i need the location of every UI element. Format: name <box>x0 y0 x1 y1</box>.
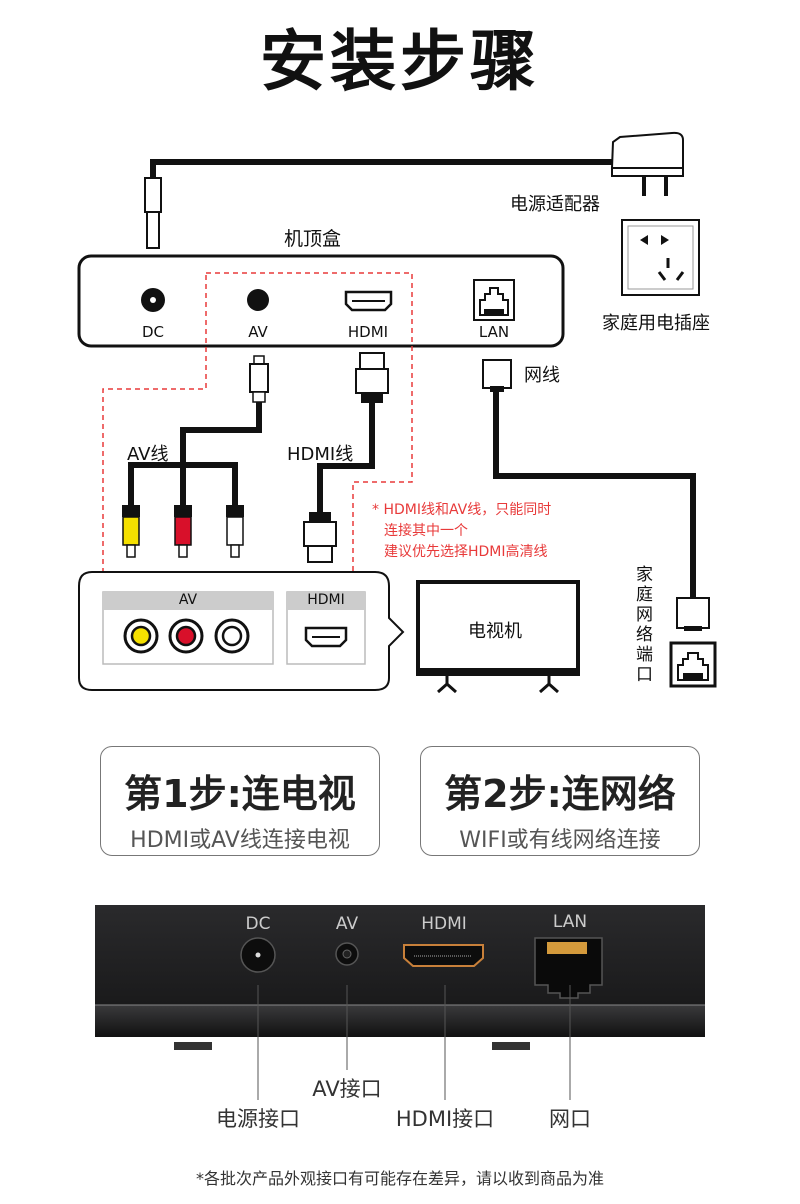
tv-panel-hdmi-label: HDMI <box>307 592 345 608</box>
dc-plug <box>144 177 162 213</box>
step-1-heading: 第1步:连电视 <box>124 772 356 816</box>
hdmi-cable-label: HDMI线 <box>287 444 354 465</box>
power-adapter-icon <box>610 131 684 169</box>
callout-av: AV接口 <box>312 1077 382 1101</box>
wall-socket-icon <box>621 219 700 296</box>
device-lan-port <box>534 937 603 999</box>
callout-lan: 网口 <box>549 1107 591 1131</box>
step-2-sub: WIFI或有线网络连接 <box>459 828 661 853</box>
callout-power: 电源接口 <box>216 1107 300 1131</box>
adapter-label: 电源适配器 <box>510 194 600 215</box>
footnote: *各批次产品外观接口有可能存在差异，请以收到商品为准 <box>195 1169 604 1188</box>
step-1-card: 第1步:连电视 HDMI或AV线连接电视 <box>100 746 380 856</box>
tv-av-jacks-icon <box>123 618 250 654</box>
stb-port-lan: LAN <box>478 323 510 341</box>
stb-port-av: AV <box>248 323 268 341</box>
stb-label: 机顶盒 <box>284 228 342 250</box>
tv-icon <box>416 580 580 694</box>
device-label-av: AV <box>335 914 359 934</box>
av-cable <box>122 355 269 558</box>
hdmi-cable <box>303 352 389 563</box>
stb-port-dc: DC <box>141 323 165 341</box>
device-photo <box>95 905 705 1100</box>
warning-line-3: 建议优先选择HDMI高清线 <box>384 544 548 560</box>
set-top-box <box>77 254 565 348</box>
lan-cable <box>482 359 717 688</box>
warning-line-2: 连接其中一个 <box>384 523 468 539</box>
home-network-port-label: 家庭网络端口 <box>636 565 653 685</box>
home-lan-port-icon <box>669 641 717 688</box>
device-label-dc: DC <box>245 914 271 934</box>
tv-label: 电视机 <box>468 621 522 642</box>
step-1-sub: HDMI或AV线连接电视 <box>130 828 350 853</box>
stb-port-hdmi: HDMI <box>347 323 389 341</box>
av-port-icon <box>247 289 269 311</box>
av-cable-label: AV线 <box>127 444 169 465</box>
device-label-lan: LAN <box>552 912 588 932</box>
socket-label: 家庭用电插座 <box>602 313 710 334</box>
lan-port-icon <box>473 279 515 321</box>
page-title: 安装步骤 <box>260 23 540 100</box>
step-2-heading: 第2步:连网络 <box>444 772 676 816</box>
lan-cable-label: 网线 <box>524 365 560 386</box>
power-cable <box>150 159 615 178</box>
tv-panel-av-label: AV <box>178 592 198 608</box>
device-label-hdmi: HDMI <box>421 914 467 934</box>
step-2-card: 第2步:连网络 WIFI或有线网络连接 <box>420 746 700 856</box>
warning-line-1: * HDMI线和AV线，只能同时 <box>372 502 552 518</box>
device-hdmi-port <box>403 944 484 967</box>
callout-hdmi: HDMI接口 <box>395 1107 495 1131</box>
